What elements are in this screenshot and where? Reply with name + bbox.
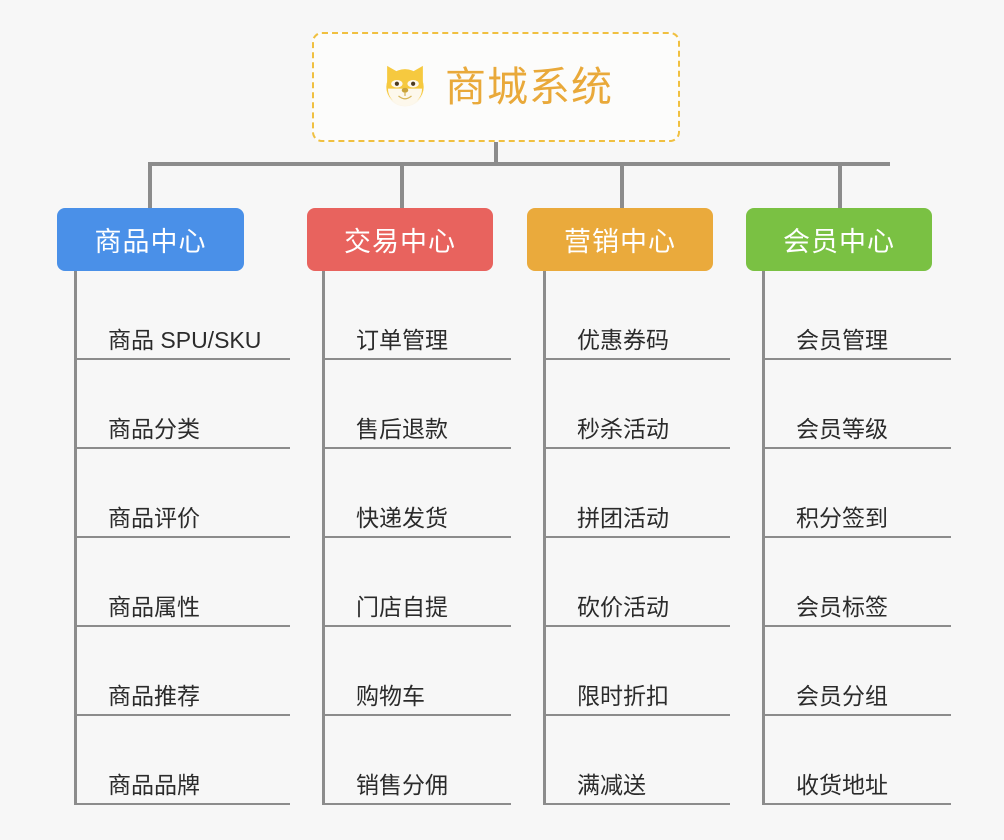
connector-branch-drop-4 <box>838 162 842 208</box>
leaf-item[interactable]: 商品评价 <box>74 449 290 538</box>
leaf-item[interactable]: 收货地址 <box>762 716 951 805</box>
connector-horizontal-bus <box>150 162 890 166</box>
leaf-item[interactable]: 门店自提 <box>322 538 511 627</box>
leaf-item[interactable]: 会员等级 <box>762 360 951 449</box>
category-box-4[interactable]: 会员中心 <box>746 208 932 271</box>
leaf-item[interactable]: 售后退款 <box>322 360 511 449</box>
branch-column-3: 优惠券码秒杀活动拼团活动砍价活动限时折扣满减送 <box>543 271 730 805</box>
category-box-3[interactable]: 营销中心 <box>527 208 713 271</box>
connector-branch-drop-3 <box>620 162 624 208</box>
leaf-item-label: 商品 SPU/SKU <box>108 326 262 353</box>
leaf-item-label: 砍价活动 <box>577 593 669 620</box>
leaf-item[interactable]: 会员分组 <box>762 627 951 716</box>
root-node[interactable]: 商城系统 <box>312 32 680 142</box>
leaf-item[interactable]: 商品分类 <box>74 360 290 449</box>
leaf-item[interactable]: 秒杀活动 <box>543 360 730 449</box>
leaf-item[interactable]: 快递发货 <box>322 449 511 538</box>
leaf-item[interactable]: 购物车 <box>322 627 511 716</box>
branch-trunk-line <box>543 271 546 805</box>
connector-root-drop <box>494 142 498 165</box>
leaf-item-label: 积分签到 <box>796 504 888 531</box>
branch-column-4: 会员管理会员等级积分签到会员标签会员分组收货地址 <box>762 271 951 805</box>
leaf-item-label: 商品分类 <box>108 415 200 442</box>
leaf-item[interactable]: 会员管理 <box>762 271 951 360</box>
leaf-item[interactable]: 商品推荐 <box>74 627 290 716</box>
branch-trunk-line <box>762 271 765 805</box>
category-label: 营销中心 <box>564 227 676 257</box>
leaf-item[interactable]: 商品属性 <box>74 538 290 627</box>
leaf-item-label: 售后退款 <box>356 415 448 442</box>
leaf-item[interactable]: 满减送 <box>543 716 730 805</box>
leaf-item-label: 商品属性 <box>108 593 200 620</box>
leaf-item[interactable]: 砍价活动 <box>543 538 730 627</box>
leaf-item[interactable]: 限时折扣 <box>543 627 730 716</box>
leaf-item-label: 销售分佣 <box>356 771 448 798</box>
leaf-item[interactable]: 订单管理 <box>322 271 511 360</box>
leaf-item-label: 订单管理 <box>356 326 448 353</box>
leaf-item-label: 会员标签 <box>796 593 888 620</box>
leaf-item[interactable]: 拼团活动 <box>543 449 730 538</box>
shiba-dog-icon <box>386 65 424 107</box>
leaf-item-label: 拼团活动 <box>577 504 669 531</box>
branch-trunk-line <box>74 271 77 805</box>
leaf-item-label: 秒杀活动 <box>577 415 669 442</box>
leaf-item-label: 商品品牌 <box>108 771 200 798</box>
leaf-item[interactable]: 会员标签 <box>762 538 951 627</box>
branch-column-2: 订单管理售后退款快递发货门店自提购物车销售分佣 <box>322 271 511 805</box>
root-title: 商城系统 <box>445 63 613 110</box>
category-label: 交易中心 <box>344 227 456 257</box>
leaf-item[interactable]: 积分签到 <box>762 449 951 538</box>
leaf-item-label: 会员管理 <box>796 326 888 353</box>
leaf-item-label: 快递发货 <box>356 504 448 531</box>
leaf-item[interactable]: 销售分佣 <box>322 716 511 805</box>
branch-trunk-line <box>322 271 325 805</box>
connector-branch-drop-1 <box>148 162 152 208</box>
leaf-item-label: 收货地址 <box>796 771 888 798</box>
category-box-1[interactable]: 商品中心 <box>57 208 244 271</box>
category-label: 商品中心 <box>94 227 207 257</box>
leaf-item-label: 门店自提 <box>356 593 448 620</box>
leaf-item-label: 会员分组 <box>796 682 888 709</box>
leaf-item[interactable]: 优惠券码 <box>543 271 730 360</box>
leaf-item[interactable]: 商品 SPU/SKU <box>74 271 290 360</box>
branch-column-1: 商品 SPU/SKU 商品分类商品评价商品属性商品推荐商品品牌 <box>74 271 290 805</box>
category-label: 会员中心 <box>783 227 895 257</box>
connector-branch-drop-2 <box>400 162 404 208</box>
leaf-item-label: 会员等级 <box>796 415 888 442</box>
category-box-2[interactable]: 交易中心 <box>307 208 493 271</box>
leaf-item-label: 商品推荐 <box>108 682 200 709</box>
leaf-item-label: 优惠券码 <box>577 326 669 353</box>
leaf-item-label: 限时折扣 <box>577 682 669 709</box>
leaf-item-label: 购物车 <box>356 682 425 709</box>
leaf-item-label: 商品评价 <box>108 504 200 531</box>
leaf-item[interactable]: 商品品牌 <box>74 716 290 805</box>
leaf-item-label: 满减送 <box>577 771 646 798</box>
